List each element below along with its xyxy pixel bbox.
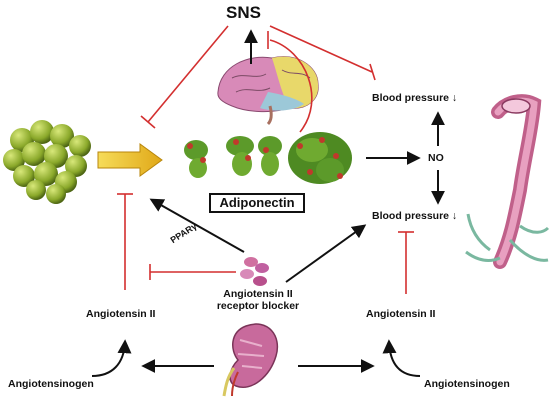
arb-label-line2: receptor blocker bbox=[216, 300, 300, 312]
angiotensinogen-left-label: Angiotensinogen bbox=[8, 378, 94, 390]
blood-vessel-icon bbox=[465, 94, 550, 269]
angiotensin-right-label: Angiotensin II bbox=[366, 308, 436, 320]
activation-arrows bbox=[91, 29, 445, 377]
brain-icon bbox=[217, 56, 319, 126]
inhibition-lines bbox=[117, 25, 414, 294]
adiponectin-label: Adiponectin bbox=[209, 193, 305, 213]
adiponectin-protein-icon bbox=[184, 132, 352, 184]
angiotensin-left-label: Angiotensin II bbox=[86, 308, 156, 320]
blood-pressure-top-label: Blood pressure ↓ bbox=[372, 92, 458, 104]
angiotensinogen-right-label: Angiotensinogen bbox=[424, 378, 510, 390]
blood-pressure-mid-label: Blood pressure ↓ bbox=[372, 210, 458, 222]
blocker-molecules-icon bbox=[240, 257, 269, 286]
kidney-icon bbox=[222, 323, 279, 397]
fat-cell-cluster-icon bbox=[3, 120, 91, 204]
arb-label-line1: Angiotensin II bbox=[223, 288, 293, 300]
no-label: NO bbox=[428, 152, 444, 164]
secretion-arrow bbox=[97, 143, 163, 177]
sns-label: SNS bbox=[226, 3, 261, 22]
